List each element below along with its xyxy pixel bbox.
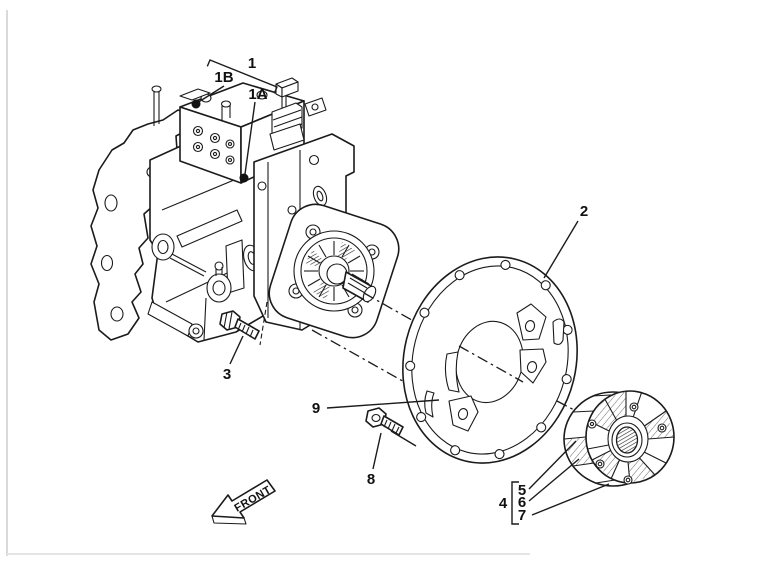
callout-2: 2 [543,203,588,279]
coupling-rubber-segments [589,391,674,483]
pump-solenoid [269,77,305,151]
coupling-spline-bore [615,426,639,454]
pump-assembly [90,77,400,343]
coupling-bolts [587,402,667,485]
bolt-3 [219,310,260,340]
callout-8: 8 [367,432,382,488]
front-arrow: FRONT [211,479,276,525]
pump-front-flange [268,203,400,339]
callout-9-label: 9 [312,400,320,417]
callout-5-leader [528,440,577,490]
callout-4-label: 4 [499,495,508,512]
lower-centerline [311,329,441,403]
plate-rim-holes [405,259,573,460]
flex-plate [402,256,578,464]
callout-group-4567: 4 5 6 7 [499,440,610,525]
callout-1-label: 1 [248,55,256,72]
callout-9: 9 [312,399,440,417]
callout-6-leader [528,458,580,502]
callout-1-bracket [206,59,278,94]
callout-1a-dot [239,173,249,183]
callout-3: 3 [223,335,244,383]
callout-1b-dot [191,99,201,109]
callout-5-label: 5 [518,482,526,499]
callout-2-label: 2 [580,203,588,220]
callout-6-label: 6 [518,494,526,511]
coupling-assembly [563,390,675,487]
callout-4-bracket [511,481,519,525]
callout-1a-label: 1A [248,86,267,103]
callout-1: 1 [206,55,278,94]
plate-slot-item9 [424,390,435,418]
callout-1a: 1A [239,86,268,183]
callout-3-label: 3 [223,366,231,383]
bolt-8 [365,407,404,436]
centerline-through-plate [458,345,524,383]
pump-lifting-pins [151,85,232,126]
plate-windows [424,303,565,432]
callout-7-label: 7 [518,507,526,524]
bolt-3-axis [259,301,268,346]
callout-1b-label: 1B [214,69,233,86]
callout-8-label: 8 [367,471,375,488]
coupling-side-band-lines [563,394,616,484]
callout-1b: 1B [191,69,234,109]
page-edge [6,10,530,556]
callout-7-leader [531,483,610,516]
